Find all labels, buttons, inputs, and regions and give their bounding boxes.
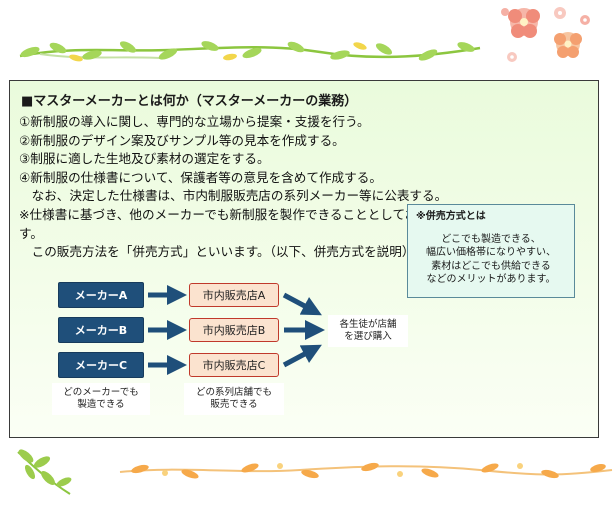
duty-line: ①新制服の導入に関し、専門的な立場から提案・支援を行う。 bbox=[19, 114, 370, 129]
vine-top-decoration bbox=[19, 41, 481, 62]
duties-list: ①新制服の導入に関し、専門的な立場から提案・支援を行う。 ②新制服のデザイン案及… bbox=[19, 113, 447, 262]
duty-line: す。 bbox=[19, 225, 43, 241]
concurrent-sales-callout: ※併売方式とは どこでも製造できる、 幅広い価格帯になりやすい、 素材はどこでも… bbox=[407, 204, 575, 298]
maker-c-box: メーカーC bbox=[58, 352, 144, 378]
flower-cluster-decoration bbox=[501, 7, 590, 62]
duty-line: ※仕様書に基づき、他のメーカーでも新制服を製作できることとしておりま bbox=[19, 206, 443, 222]
maker-a-box: メーカーA bbox=[58, 282, 144, 308]
store-c-box: 市内販売店C bbox=[189, 353, 279, 377]
callout-body: どこでも製造できる、 幅広い価格帯になりやすい、 素材はどこでも供給できる など… bbox=[426, 233, 556, 286]
student-purchase-note: 各生徒が店舗 を選び購入 bbox=[328, 315, 408, 347]
content-panel: ■マスターメーカーとは何か（マスターメーカーの業務） ①新制服の導入に関し、専門… bbox=[9, 80, 599, 438]
duty-line: ④新制服の仕様書について、保護者等の意見を含めて作成する。 bbox=[19, 169, 382, 185]
arrow-store-c-to-students bbox=[282, 344, 322, 368]
maker-b-box: メーカーB bbox=[58, 317, 144, 343]
duty-line: なお、決定した仕様書は、市内制服販売店の系列メーカー等に公表する。 bbox=[19, 188, 448, 204]
vine-bottom-decoration bbox=[119, 462, 613, 479]
duty-line: この販売方法を「併売方式」といいます。（以下、併売方式を説明） bbox=[19, 244, 415, 260]
callout-title: ※併売方式とは bbox=[416, 211, 486, 222]
flow-arrows bbox=[148, 285, 325, 375]
duty-line: ③制服に適した生地及び素材の選定をする。 bbox=[19, 151, 270, 167]
duty-line: ②新制服のデザイン案及びサンプル等の見本を作成する。 bbox=[19, 132, 345, 148]
section-heading: ■マスターメーカーとは何か（マスターメーカーの業務） bbox=[21, 94, 358, 109]
store-a-box: 市内販売店A bbox=[189, 283, 279, 307]
arrow-store-a-to-students bbox=[282, 292, 322, 316]
store-note: どの系列店舗でも 販売できる bbox=[184, 383, 284, 415]
leaf-sprig-decoration bbox=[17, 449, 72, 495]
store-b-box: 市内販売店B bbox=[189, 318, 279, 342]
maker-note: どのメーカーでも 製造できる bbox=[52, 383, 150, 415]
